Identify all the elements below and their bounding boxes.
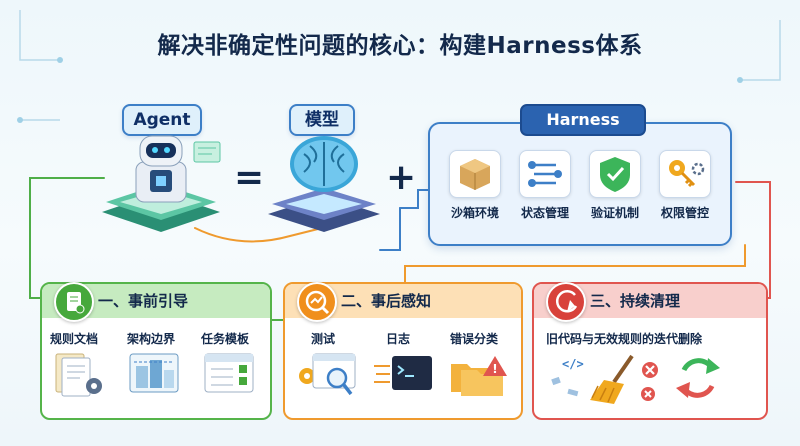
- tool-label: 验证机制: [590, 206, 639, 220]
- refresh-cycle-icon: [676, 358, 720, 398]
- panel-header: 一、事前引导: [42, 282, 270, 322]
- code-fragment-icon: </>: [551, 357, 584, 397]
- wire-blue-2: [379, 207, 401, 251]
- test-magnifier-icon: [299, 353, 356, 396]
- plus-operator: +: [386, 157, 417, 198]
- wire-orange-2: [404, 244, 746, 283]
- task-template-icon: [204, 353, 254, 393]
- equals-operator: =: [234, 157, 265, 198]
- tool-sandbox: 沙箱环境: [445, 150, 505, 221]
- wire-red: [735, 181, 771, 299]
- tool-label: 状态管理: [520, 206, 569, 220]
- deco-dot-2: [737, 77, 743, 83]
- item-error-class-label: 错误分类: [450, 332, 499, 346]
- panel-title: 三、持续清理: [590, 292, 681, 310]
- panel-header: 三、持续清理: [534, 282, 766, 322]
- svg-text:!: !: [492, 362, 497, 376]
- item-task-template-label: 任务模板: [201, 332, 250, 346]
- deco-line-1: [19, 10, 60, 61]
- deco-dot-1: [57, 57, 63, 63]
- cleanup-illustration: </>: [551, 354, 720, 404]
- agent-label: Agent: [122, 104, 202, 136]
- panel-post-perception: 二、事后感知: [283, 282, 523, 420]
- panel-pre-guidance: 一、事前引导: [40, 282, 272, 420]
- deco-line-2: [740, 20, 781, 81]
- box-icon: [449, 150, 501, 198]
- tool-permission: 权限管控: [655, 150, 715, 221]
- page-title: 解决非确定性问题的核心：构建Harness体系: [157, 33, 643, 59]
- panel-header: 二、事后感知: [285, 282, 521, 322]
- deco-dot-3: [17, 117, 23, 123]
- architecture-icon: [129, 353, 179, 393]
- svg-text:</>: </>: [562, 357, 584, 371]
- shield-check-icon: [589, 150, 641, 198]
- panel-title: 二、事后感知: [341, 292, 432, 310]
- item-log-label: 日志: [386, 332, 411, 346]
- monitor-chart-icon: [297, 282, 337, 322]
- tool-label: 沙箱环境: [450, 206, 499, 220]
- rules-doc-icon: [55, 353, 102, 397]
- broom-icon: [590, 354, 634, 404]
- wire-green: [29, 177, 105, 299]
- key-gear-icon: [659, 150, 711, 198]
- panel-continuous-cleanup: 三、持续清理: [532, 282, 768, 420]
- tool-label: 权限管控: [660, 206, 709, 220]
- agent-robot-illustration: [102, 135, 221, 232]
- item-rules-doc-label: 规则文档: [50, 332, 99, 346]
- model-brain-illustration: [268, 136, 380, 232]
- cleanup-subtitle: 旧代码与无效规则的迭代删除: [546, 332, 703, 346]
- broom-refresh-icon: [546, 282, 586, 322]
- log-terminal-icon: [374, 356, 432, 390]
- model-label: 模型: [289, 104, 355, 136]
- item-test-label: 测试: [311, 332, 336, 346]
- wire-blue: [399, 189, 429, 209]
- error-folder-icon: !: [451, 356, 507, 396]
- delete-x-icon: [641, 362, 658, 401]
- harness-title: Harness: [520, 104, 646, 136]
- document-gear-icon: [54, 282, 94, 322]
- wire-orange: [194, 225, 331, 243]
- tool-verification: 验证机制: [585, 150, 645, 221]
- tool-state-management: 状态管理: [515, 150, 575, 221]
- panel-title: 一、事前引导: [98, 292, 189, 310]
- item-arch-boundary-label: 架构边界: [127, 332, 176, 346]
- flow-icon: [519, 150, 571, 198]
